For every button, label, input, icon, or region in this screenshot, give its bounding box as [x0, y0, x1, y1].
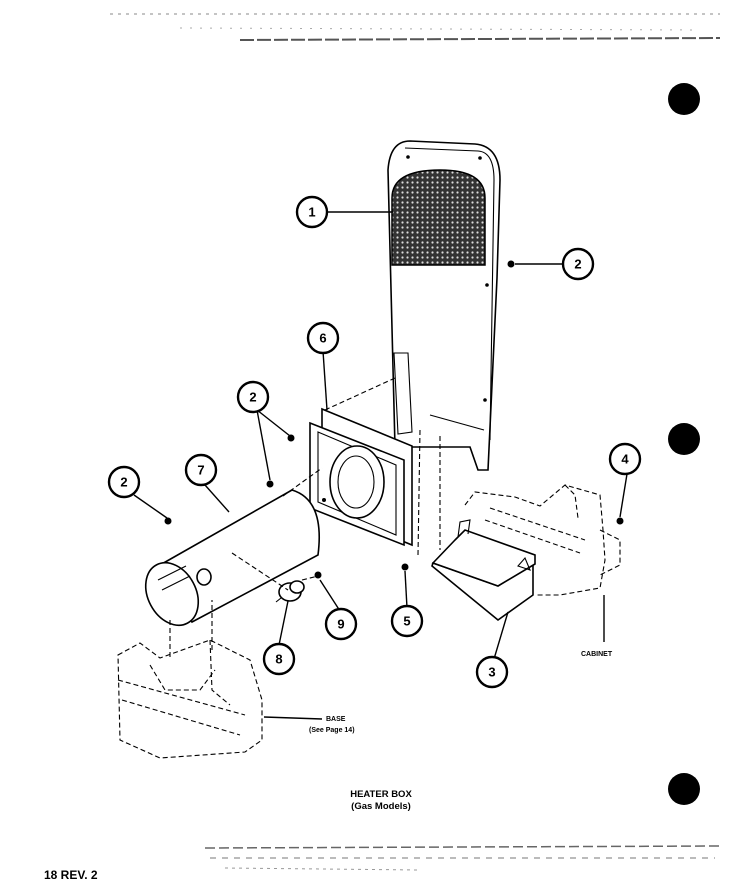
shield-bracket	[431, 519, 536, 622]
diagram-subtitle: (Gas Models)	[351, 801, 411, 812]
punch-hole	[668, 773, 700, 805]
svg-text:9: 9	[337, 617, 344, 632]
callout-2-plate: 2	[236, 380, 270, 414]
callout-1: 1	[295, 195, 329, 229]
gas-orifice	[275, 580, 305, 603]
adapter-plate	[309, 407, 413, 547]
svg-text:8: 8	[275, 652, 282, 667]
callout-8: 8	[262, 642, 296, 676]
svg-text:2: 2	[120, 475, 127, 490]
mesh-screen	[391, 169, 486, 266]
leader-lines	[133, 211, 628, 720]
callout-4: 4	[608, 442, 642, 476]
cabinet-outline	[439, 436, 621, 596]
punch-hole	[668, 423, 700, 455]
base-outline	[117, 600, 263, 759]
burner-tube	[144, 489, 320, 627]
base-label: BASE	[326, 716, 346, 723]
punch-hole	[668, 83, 700, 115]
callout-2-panel: 2	[561, 247, 595, 281]
svg-text:5: 5	[403, 614, 410, 629]
svg-text:4: 4	[621, 452, 629, 467]
callout-7: 7	[184, 453, 218, 487]
diagram-title: HEATER BOX	[350, 789, 412, 800]
callout-3: 3	[475, 655, 509, 689]
svg-text:3: 3	[488, 665, 495, 680]
svg-text:2: 2	[574, 257, 581, 272]
callout-9: 9	[324, 607, 358, 641]
scan-noise-bottom	[204, 845, 721, 871]
callout-2-tube: 2	[107, 465, 141, 499]
heater-box-panel	[387, 140, 501, 471]
page-number: 18 REV. 2	[44, 868, 98, 882]
svg-text:6: 6	[319, 331, 326, 346]
cabinet-label: CABINET	[581, 651, 613, 658]
callout-6: 6	[306, 321, 340, 355]
svg-text:1: 1	[308, 205, 315, 220]
scan-noise-top	[110, 13, 721, 41]
base-reference-label: (See Page 14)	[309, 727, 355, 734]
svg-text:2: 2	[249, 390, 256, 405]
assembly-lines	[231, 377, 421, 591]
svg-text:7: 7	[197, 463, 204, 478]
callout-5: 5	[390, 604, 424, 638]
